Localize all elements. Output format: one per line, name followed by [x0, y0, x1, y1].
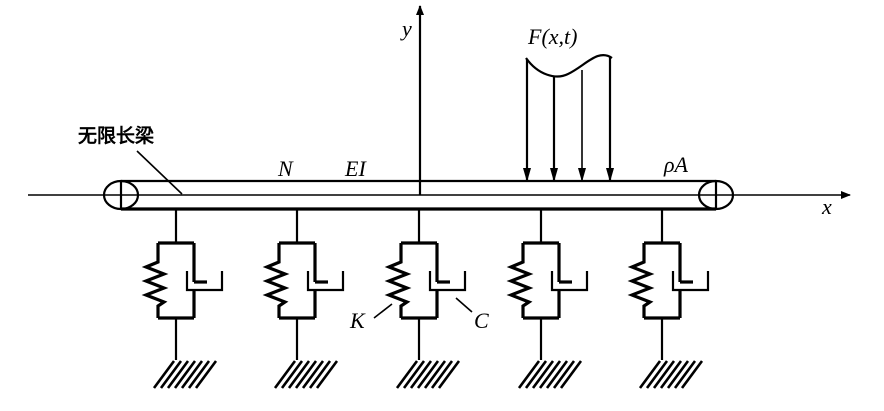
beam-title-label: 无限长梁	[78, 124, 155, 147]
hatch-line	[666, 360, 690, 389]
beam-right-end	[697, 179, 735, 211]
hatch-line	[280, 360, 304, 389]
hatch-line	[402, 360, 426, 389]
spring-icon	[262, 243, 290, 318]
hatch-line	[524, 360, 548, 389]
damper-icon	[550, 271, 589, 292]
hatch-line	[294, 360, 318, 389]
hatch-line	[395, 360, 419, 389]
hatch-line	[180, 360, 204, 389]
spring-damper-support	[384, 209, 467, 389]
bending-stiffness-label: EI	[344, 156, 367, 181]
hatch-line	[194, 360, 218, 389]
hatch-line	[166, 360, 190, 389]
ground-hatch-icon	[395, 360, 461, 389]
hatch-line	[152, 360, 176, 389]
spring-damper-support	[627, 209, 710, 389]
hatch-line	[559, 360, 583, 389]
damper-icon	[306, 271, 345, 292]
ground-hatch-icon	[517, 360, 583, 389]
spring-damper-support	[262, 209, 345, 389]
damper-icon	[428, 271, 467, 292]
spring-stiffness-label: K	[349, 308, 366, 333]
mass-per-length-label: ρA	[663, 152, 689, 177]
hatch-line	[545, 360, 569, 389]
hatch-line	[187, 360, 211, 389]
damper-label-leader	[455, 297, 473, 313]
ground-hatch-icon	[638, 360, 704, 389]
damper-icon	[185, 271, 224, 292]
hatch-line	[652, 360, 676, 389]
hatch-line	[437, 360, 461, 389]
hatch-line	[673, 360, 697, 389]
hatch-line	[273, 360, 297, 389]
ground-hatch-icon	[273, 360, 339, 389]
spring-icon	[384, 243, 412, 318]
axial-force-label: N	[277, 156, 294, 181]
distributed-load: F(x,t)	[523, 24, 614, 182]
hatch-line	[287, 360, 311, 389]
foundation-supports	[141, 209, 710, 389]
hatch-line	[552, 360, 576, 389]
load-profile-curve	[525, 54, 613, 78]
x-axis-label: x	[821, 194, 832, 219]
hatch-line	[423, 360, 447, 389]
spring-icon	[627, 243, 655, 318]
spring-damper-support	[141, 209, 224, 389]
damper-icon	[671, 271, 710, 292]
ground-hatch-icon	[152, 360, 218, 389]
spring-icon	[141, 243, 169, 318]
hatch-line	[680, 360, 704, 389]
hatch-line	[638, 360, 662, 389]
hatch-line	[159, 360, 183, 389]
spring-damper-support	[506, 209, 589, 389]
y-axis-label: y	[400, 16, 412, 41]
spring-icon	[506, 243, 534, 318]
load-label: F(x,t)	[527, 24, 577, 49]
spring-label-leader	[373, 303, 393, 319]
hatch-line	[315, 360, 339, 389]
damper-coefficient-label: C	[474, 308, 489, 333]
hatch-line	[517, 360, 541, 389]
hatch-line	[531, 360, 555, 389]
beam-title-leader	[136, 150, 183, 195]
hatch-line	[301, 360, 325, 389]
hatch-line	[173, 360, 197, 389]
hatch-line	[538, 360, 562, 389]
hatch-line	[659, 360, 683, 389]
hatch-line	[409, 360, 433, 389]
hatch-line	[416, 360, 440, 389]
hatch-line	[308, 360, 332, 389]
beam-left-end	[102, 179, 140, 211]
hatch-line	[430, 360, 454, 389]
hatch-line	[645, 360, 669, 389]
